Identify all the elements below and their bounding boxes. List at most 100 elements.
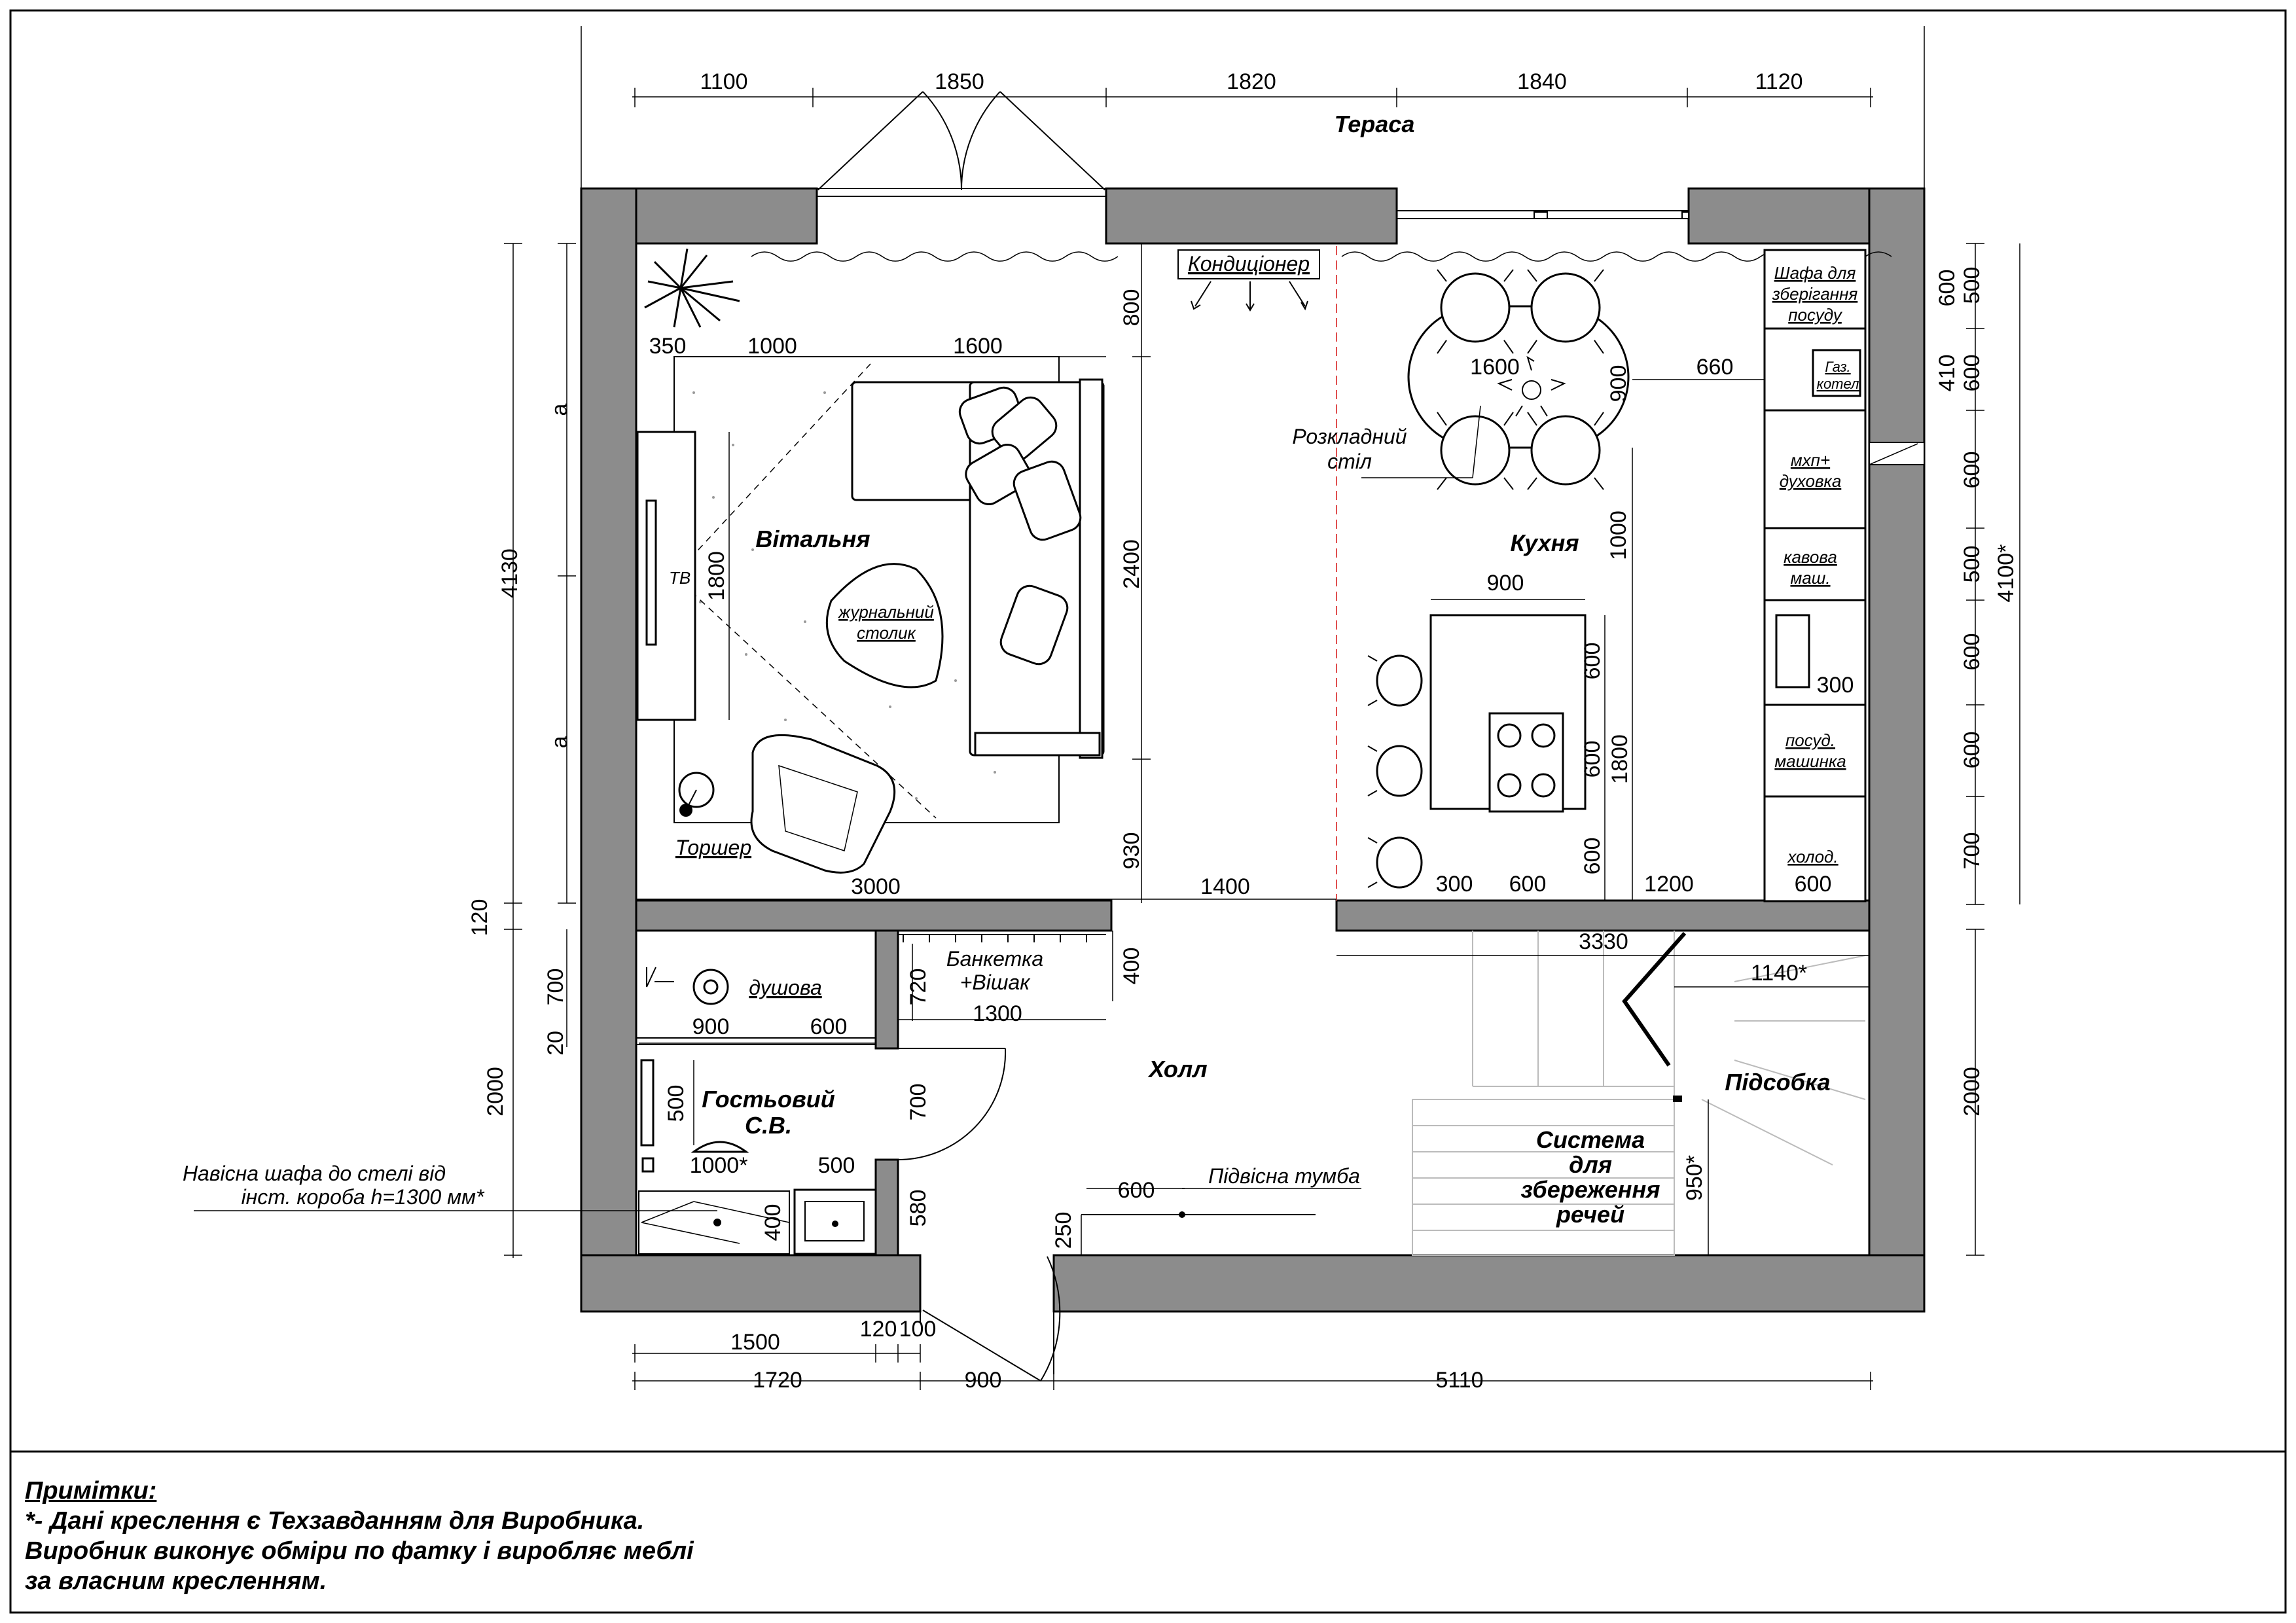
guest-wc-label-1: Гостьовий bbox=[702, 1086, 834, 1113]
svg-text:1100: 1100 bbox=[700, 69, 747, 94]
svg-text:500: 500 bbox=[1960, 546, 1984, 583]
svg-text:700: 700 bbox=[543, 969, 568, 1006]
svg-text:3330: 3330 bbox=[1579, 929, 1628, 954]
svg-text:950*: 950* bbox=[1682, 1155, 1707, 1201]
svg-text:1820: 1820 bbox=[1227, 69, 1276, 94]
storage-label-3: збереження bbox=[1521, 1176, 1660, 1203]
svg-text:3000: 3000 bbox=[851, 874, 901, 899]
svg-text:600: 600 bbox=[1960, 633, 1984, 671]
wall-cabinet bbox=[638, 1190, 790, 1255]
svg-text:600: 600 bbox=[1118, 1178, 1155, 1203]
svg-text:1800: 1800 bbox=[704, 551, 729, 601]
svg-text:300: 300 bbox=[1817, 673, 1854, 698]
svg-text:а: а bbox=[547, 736, 572, 748]
coffee-table-label-2: столик bbox=[857, 623, 916, 643]
dim-living: 350 1000 1600 1800 800 2400 930 3000 140… bbox=[649, 289, 1250, 899]
cab-dishes-label-3: посуду bbox=[1788, 305, 1843, 325]
bench-label-2: +Вішак bbox=[960, 971, 1031, 994]
svg-text:350: 350 bbox=[649, 334, 687, 359]
svg-text:410: 410 bbox=[1935, 355, 1960, 392]
hanging-cabinet bbox=[1081, 1211, 1316, 1218]
walls bbox=[580, 187, 1926, 1313]
guest-wc-label-2: С.В. bbox=[745, 1112, 792, 1139]
storage-label-1: Система bbox=[1536, 1126, 1645, 1153]
svg-text:400: 400 bbox=[761, 1204, 785, 1241]
plant-icon bbox=[644, 248, 740, 328]
svg-text:700: 700 bbox=[906, 1084, 931, 1121]
sofa bbox=[851, 378, 1105, 759]
svg-text:500: 500 bbox=[664, 1085, 689, 1122]
svg-text:720: 720 bbox=[906, 969, 931, 1006]
svg-text:1840: 1840 bbox=[1517, 69, 1567, 94]
tv-label: ТВ bbox=[669, 568, 691, 588]
svg-text:1600: 1600 bbox=[953, 334, 1003, 359]
floor-lamp bbox=[678, 772, 715, 817]
notes-line-2: Виробник виконує обміри по фатку і вироб… bbox=[25, 1537, 694, 1565]
svg-text:800: 800 bbox=[1119, 289, 1144, 327]
bench-label-1: Банкетка bbox=[946, 947, 1043, 971]
svg-text:1500: 1500 bbox=[730, 1330, 780, 1355]
folding-table-label-1: Розкладний bbox=[1292, 425, 1407, 448]
kitchen-cabinets bbox=[1763, 249, 1867, 902]
armchair bbox=[750, 734, 896, 874]
wall-cabinet-note-1: Навісна шафа до стелі від bbox=[183, 1162, 446, 1185]
wc-door bbox=[897, 1048, 1007, 1160]
svg-text:1400: 1400 bbox=[1200, 874, 1250, 899]
svg-text:1000*: 1000* bbox=[690, 1153, 748, 1178]
cab-dishes-label: Шафа для bbox=[1774, 263, 1856, 283]
svg-text:1120: 1120 bbox=[1755, 69, 1803, 94]
svg-text:1800: 1800 bbox=[1607, 734, 1632, 784]
svg-text:900: 900 bbox=[1606, 365, 1631, 402]
cab-dishes-label-2: зберігання bbox=[1772, 284, 1858, 304]
svg-text:900: 900 bbox=[692, 1014, 730, 1039]
svg-text:100: 100 bbox=[899, 1317, 937, 1342]
hall-label: Холл bbox=[1147, 1056, 1207, 1082]
cab-coffee-label-2: маш. bbox=[1790, 568, 1830, 588]
floor-lamp-label: Торшер bbox=[675, 836, 751, 859]
folding-table-label-2: стіл bbox=[1327, 450, 1372, 473]
cab-fridge-label: холод. bbox=[1786, 847, 1838, 866]
bench bbox=[898, 934, 1106, 942]
entrance-door bbox=[920, 1255, 1061, 1382]
svg-text:930: 930 bbox=[1119, 832, 1144, 870]
dim-left: 4130 120 2000 700 20 а а bbox=[467, 403, 572, 1116]
cab-boiler-label: Газ. bbox=[1825, 359, 1850, 375]
utility-room-label: Підсобка bbox=[1725, 1069, 1830, 1096]
drawing-frame bbox=[9, 9, 2287, 1614]
bar-stools bbox=[1367, 654, 1423, 889]
svg-text:2000: 2000 bbox=[1960, 1067, 1984, 1116]
svg-text:1000: 1000 bbox=[747, 334, 797, 359]
svg-text:600: 600 bbox=[1795, 872, 1832, 897]
hanging-cabinet-label: Підвісна тумба bbox=[1208, 1164, 1360, 1188]
dim-wc: 900 600 500 1000* 500 400 720 400 1300 7… bbox=[664, 948, 1707, 1249]
svg-text:120: 120 bbox=[860, 1317, 897, 1342]
cab-coffee-label: кавова bbox=[1784, 547, 1837, 567]
svg-text:600: 600 bbox=[1960, 452, 1984, 489]
leader-lines bbox=[194, 405, 1481, 1211]
svg-text:600: 600 bbox=[1960, 732, 1984, 769]
dim-kitchen: 1600 900 660 1000 900 600 600 600 1800 3… bbox=[1436, 355, 1854, 986]
dimension-lines bbox=[504, 88, 2020, 1390]
svg-text:300: 300 bbox=[1436, 872, 1473, 897]
terrace-label: Тераса bbox=[1335, 111, 1415, 137]
toilet-icon bbox=[691, 1141, 749, 1153]
cab-micro-label: мхп+ bbox=[1791, 450, 1830, 470]
wall-cabinet-note-2: інст. короба h=1300 мм* bbox=[242, 1185, 485, 1209]
svg-text:900: 900 bbox=[965, 1368, 1002, 1393]
svg-text:1000: 1000 bbox=[1606, 510, 1631, 560]
svg-text:20: 20 bbox=[543, 1031, 568, 1056]
notes-line-1: *- Дані креслення є Техзавданням для Вир… bbox=[25, 1507, 645, 1535]
svg-text:120: 120 bbox=[467, 899, 492, 936]
svg-text:900: 900 bbox=[1487, 571, 1524, 596]
svg-text:1200: 1200 bbox=[1644, 872, 1694, 897]
tv bbox=[645, 499, 657, 646]
svg-text:2000: 2000 bbox=[483, 1067, 508, 1116]
svg-text:5110: 5110 bbox=[1435, 1368, 1483, 1393]
terrace-doors bbox=[817, 91, 1105, 190]
curtain-left bbox=[751, 251, 1119, 262]
svg-text:2400: 2400 bbox=[1119, 539, 1144, 589]
storage-label-4: речей bbox=[1556, 1201, 1624, 1228]
wc-mirror bbox=[640, 1059, 655, 1147]
shower-label: душова bbox=[749, 976, 821, 999]
